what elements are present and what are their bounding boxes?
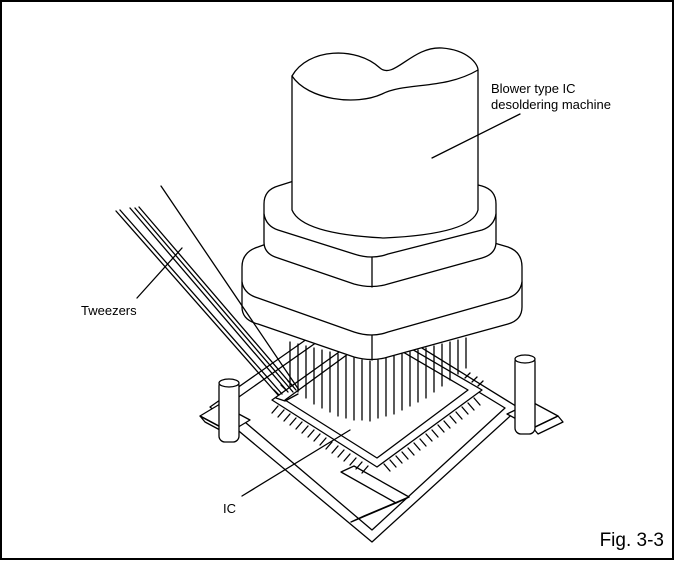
- blower-label: Blower type IC desoldering machine: [491, 81, 611, 113]
- tweezers: [115, 185, 300, 402]
- left-clamp: [218, 378, 240, 443]
- tweezers-label: Tweezers: [81, 303, 137, 318]
- blower-label-line1: Blower type IC: [491, 81, 576, 96]
- tweezers-leader-line: [136, 247, 183, 299]
- blower-leader-line: [431, 113, 521, 159]
- figure-caption: Fig. 3-3: [599, 530, 664, 551]
- ic-label: IC: [223, 501, 236, 516]
- right-clamp: [514, 354, 536, 435]
- ic-leader-line: [241, 429, 351, 497]
- blower-cylinder: [291, 47, 479, 239]
- blower-nozzle-pins: [289, 337, 467, 422]
- blower-label-line2: desoldering machine: [491, 97, 611, 112]
